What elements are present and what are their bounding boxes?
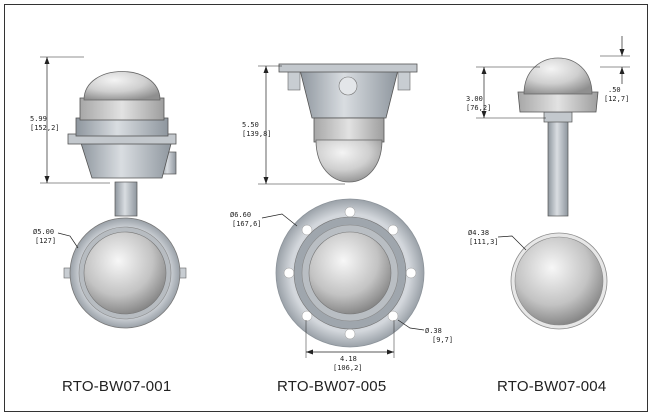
fixture-004-height-mm: [76,2] — [466, 104, 491, 112]
fixture-005-flange-in: Ø6.60 — [230, 211, 251, 219]
fixture-005-bolt-dimension — [305, 320, 395, 358]
fixture-001-height-mm: [152,2] — [30, 124, 60, 132]
model-label-004: RTO-BW07-004 — [497, 378, 607, 395]
fixture-004-offset-mm: [12,7] — [604, 95, 629, 103]
fixture-004-diameter-mm: [111,3] — [469, 238, 499, 246]
fixture-005-side-view — [278, 63, 418, 183]
fixture-001-side-view — [67, 71, 177, 217]
fixture-001-top-view — [63, 217, 187, 329]
fixture-004-offset-dimension — [600, 36, 630, 84]
model-label-005: RTO-BW07-005 — [277, 378, 387, 395]
model-label-001: RTO-BW07-001 — [62, 378, 172, 395]
fixture-005-bolt-mm: [106,2] — [333, 364, 363, 372]
fixture-005-hole-in: Ø.38 — [425, 327, 442, 335]
fixture-004-height-in: 3.00 — [466, 95, 483, 103]
fixture-005-top-view — [275, 198, 425, 348]
fixture-005-height-dimension — [258, 65, 345, 185]
fixture-001-diameter-in: Ø5.00 — [33, 228, 54, 236]
fixture-001-diameter-leader — [57, 232, 79, 249]
fixture-001-height-dimension — [40, 56, 110, 184]
fixture-004-offset-in: .50 — [608, 86, 621, 94]
fixture-001-height-in: 5.99 — [30, 115, 47, 123]
fixture-005-flange-leader — [261, 213, 298, 227]
fixture-004-diameter-leader — [497, 235, 527, 251]
fixture-004-diameter-in: Ø4.38 — [468, 229, 489, 237]
fixture-005-bolt-in: 4.18 — [340, 355, 357, 363]
fixture-005-hole-leader — [397, 319, 425, 331]
fixture-005-flange-mm: [167,6] — [232, 220, 262, 228]
fixture-001-diameter-mm: [127] — [35, 237, 56, 245]
fixture-005-height-mm: [139,8] — [242, 130, 272, 138]
fixture-005-hole-mm: [9,7] — [432, 336, 453, 344]
fixture-004-top-view — [510, 232, 608, 330]
fixture-004-side-view — [517, 57, 599, 217]
fixture-004-height-dimension — [476, 66, 546, 119]
fixture-005-height-in: 5.50 — [242, 121, 259, 129]
